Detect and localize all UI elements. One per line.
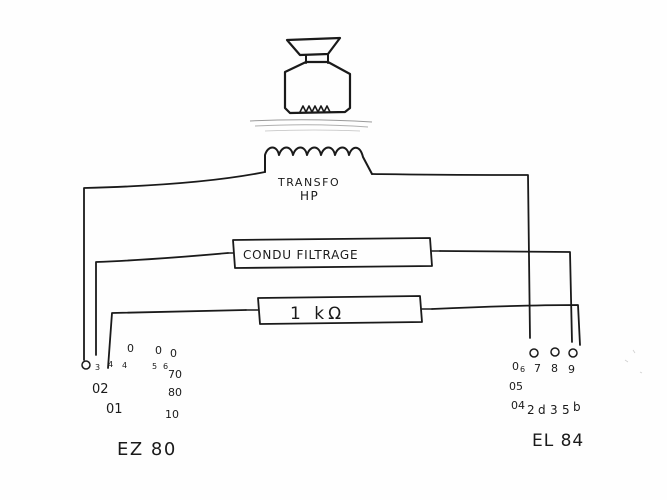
capacitor-wires: [95, 250, 573, 356]
el84-pin: 7: [534, 362, 541, 375]
ez80-pin-9-mark: 10: [165, 408, 179, 421]
resistor-label: 1 kΩ: [290, 304, 345, 324]
el84-pin: 9: [568, 363, 575, 376]
el84-pin: 8: [551, 362, 558, 375]
el84-pinout: 0 6 7 8 9 05 04 2 d 3 5 b: [509, 347, 581, 417]
ez80-pin: 6: [163, 362, 168, 371]
el84-pin: 2: [527, 403, 535, 417]
el84-tube-label: EL 84: [532, 431, 584, 451]
resistor-wires: [107, 304, 581, 369]
ez80-pin: 4: [108, 360, 113, 369]
capacitor-label: CONDU FILTRAGE: [243, 248, 358, 262]
transformer-label-line1: TRANSFO: [277, 176, 340, 189]
ez80-pinout: 3 4 0 4 0 0 5 6 70 02 80 01 10: [81, 342, 182, 421]
el84-pin-5: 05: [509, 380, 523, 393]
el84-pin-4: 04: [511, 399, 525, 412]
loudspeaker-icon: [283, 36, 352, 115]
el84-pin: 6: [520, 365, 525, 374]
ez80-pin: 4: [122, 361, 127, 370]
paper-marks: [624, 349, 643, 374]
el84-pin: 3: [550, 403, 558, 417]
transformer-wires: [83, 171, 531, 361]
ez80-tube-label: EZ 80: [117, 439, 177, 460]
ez80-pin: 5: [152, 362, 157, 371]
resistor-box: [245, 295, 433, 325]
ez80-pin-circle: 0: [127, 342, 134, 355]
el84-pin-6: 0: [512, 360, 519, 373]
el84-pin-s: 5: [562, 403, 570, 417]
transformer-label-line2: HP: [300, 189, 319, 203]
ez80-pin-7: 70: [168, 368, 182, 381]
ez80-pin: 3: [95, 363, 100, 372]
speaker-shadow-strokes: [249, 119, 373, 132]
el84-pin-d: d: [538, 403, 546, 417]
el84-pin-b: b: [573, 400, 581, 414]
transformer-coil: [264, 146, 373, 175]
ez80-pin-1: 01: [106, 402, 123, 417]
ez80-pin-8: 80: [168, 386, 182, 399]
ez80-pin-circle: 0: [155, 344, 162, 357]
ez80-pin-2: 02: [92, 382, 109, 397]
ez80-pin-circle: 0: [170, 347, 177, 360]
